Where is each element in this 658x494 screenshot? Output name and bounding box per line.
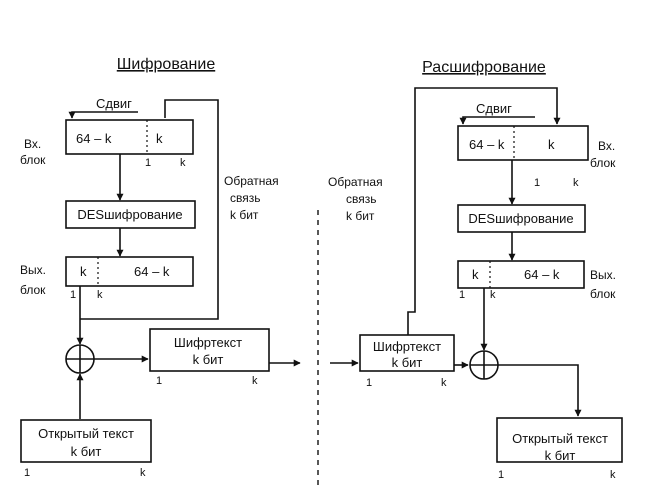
dec-input-right: k bbox=[548, 137, 555, 152]
dec-output-index-b: k bbox=[490, 289, 496, 301]
dec-input-label-2: блок bbox=[590, 156, 616, 170]
enc-output-index-b: k bbox=[97, 289, 103, 301]
dec-plaintext-index-a: 1 bbox=[498, 469, 504, 481]
enc-des-label: DESшифрование bbox=[77, 207, 182, 222]
dec-output-right: 64 – k bbox=[524, 267, 560, 282]
dec-ciphertext-index-b: k bbox=[441, 377, 447, 389]
enc-ciphertext-index-b: k bbox=[252, 375, 258, 387]
dec-plaintext-index-b: k bbox=[610, 469, 616, 481]
enc-feedback-label-2: связь bbox=[230, 191, 261, 205]
enc-input-index-b: k bbox=[180, 157, 186, 169]
enc-output-index-a: 1 bbox=[70, 289, 76, 301]
enc-input-label-2: блок bbox=[20, 153, 46, 167]
enc-plaintext-label-2: k бит bbox=[71, 444, 102, 459]
dec-des-box bbox=[457, 204, 586, 233]
decryption-title: Расшифрование bbox=[422, 59, 546, 76]
enc-input-label-1: Вх. bbox=[24, 137, 41, 151]
dec-input-index-b: k bbox=[573, 177, 579, 189]
enc-input-register bbox=[65, 119, 194, 155]
enc-input-right: k bbox=[156, 131, 163, 146]
dec-plaintext-label-1: Открытый текст bbox=[512, 431, 608, 446]
dec-output-label-2: блок bbox=[590, 287, 616, 301]
dec-ciphertext-index-a: 1 bbox=[366, 377, 372, 389]
dec-feedback-label-1: Обратная bbox=[328, 175, 383, 189]
enc-des-box bbox=[65, 200, 196, 229]
dec-plaintext-label-2: k бит bbox=[545, 448, 576, 463]
enc-output-label-1: Вых. bbox=[20, 263, 46, 277]
dec-ciphertext-label-2: k бит bbox=[392, 355, 423, 370]
dec-feedback-label-3: k бит bbox=[346, 209, 375, 223]
dec-ciphertext-label-1: Шифртекст bbox=[373, 339, 441, 354]
enc-output-right: 64 – k bbox=[134, 264, 170, 279]
enc-feedback-label-1: Обратная bbox=[224, 174, 279, 188]
enc-feedback-line bbox=[80, 99, 219, 320]
enc-plaintext-box bbox=[20, 419, 152, 463]
enc-xor-icon bbox=[65, 344, 95, 374]
enc-ciphertext-label-1: Шифртекст bbox=[174, 335, 242, 350]
dec-shift-arrow bbox=[459, 116, 535, 125]
dec-ciphertext-box bbox=[359, 334, 455, 372]
enc-ciphertext-box bbox=[149, 328, 270, 372]
dec-input-index-a: 1 bbox=[534, 177, 540, 189]
dec-xor-icon bbox=[469, 350, 499, 380]
enc-feedback-label-3: k бит bbox=[230, 208, 259, 222]
dec-output-register bbox=[457, 260, 585, 289]
enc-ciphertext-label-2: k бит bbox=[193, 352, 224, 367]
decryption-section: Расшифрование Сдвиг 64 – k k 1 k Вх. бло… bbox=[328, 59, 623, 481]
enc-ciphertext-index-a: 1 bbox=[156, 375, 162, 387]
enc-plaintext-label-1: Открытый текст bbox=[38, 426, 134, 441]
encryption-title: Шифрование bbox=[117, 56, 216, 73]
dec-arrow-xor-to-plain bbox=[498, 364, 582, 417]
enc-shift-arrow bbox=[68, 111, 138, 119]
dec-output-left: k bbox=[472, 267, 479, 282]
dec-plaintext-box bbox=[496, 417, 623, 463]
enc-plaintext-index-a: 1 bbox=[24, 467, 30, 479]
dec-output-label-1: Вых. bbox=[590, 268, 616, 282]
dec-input-register bbox=[457, 125, 589, 161]
enc-output-left: k bbox=[80, 264, 87, 279]
dec-des-label: DESшифрование bbox=[468, 211, 573, 226]
dec-shift-label: Сдвиг bbox=[476, 101, 512, 116]
enc-output-label-2: блок bbox=[20, 283, 46, 297]
dec-input-left: 64 – k bbox=[469, 137, 505, 152]
enc-shift-label: Сдвиг bbox=[96, 96, 132, 111]
enc-input-index-a: 1 bbox=[145, 157, 151, 169]
enc-plaintext-index-b: k bbox=[140, 467, 146, 479]
dec-output-index-a: 1 bbox=[459, 289, 465, 301]
dec-feedback-label-2: связь bbox=[346, 192, 377, 206]
enc-input-left: 64 – k bbox=[76, 131, 112, 146]
enc-output-register bbox=[65, 256, 194, 287]
dec-input-label-1: Вх. bbox=[598, 139, 615, 153]
dec-feedback-line bbox=[407, 87, 561, 335]
encryption-section: Шифрование Сдвиг Вх. блок 64 – k k 1 k D… bbox=[20, 56, 301, 479]
